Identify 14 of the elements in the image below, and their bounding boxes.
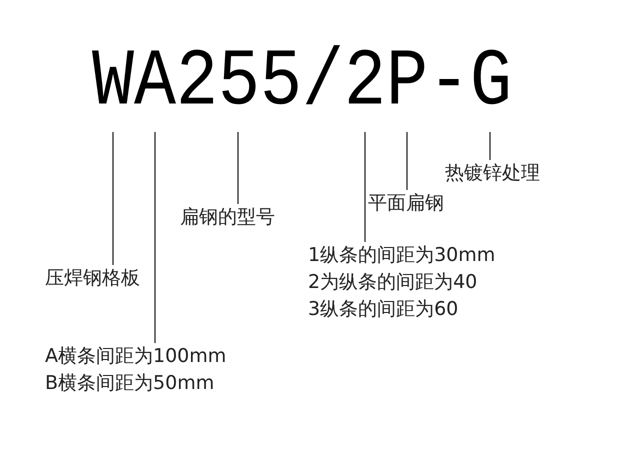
leader-line <box>364 132 366 242</box>
explanation-text: 平面扁钢 <box>368 191 444 216</box>
explanation-text: 扁钢的型号 <box>180 205 275 230</box>
explanation-text: 3纵条的间距为60 <box>308 297 460 322</box>
explanation-text: 压焊钢格板 <box>45 266 140 291</box>
model-code: WA255/2P-G <box>92 38 512 130</box>
explanation-text: A横条间距为100mm <box>45 344 226 369</box>
explanation-text: 1纵条的间距为30mm <box>308 243 496 268</box>
explanation-text: 2为纵条的间距为40 <box>308 270 478 295</box>
explanation-text: B横条间距为50mm <box>45 371 216 396</box>
leader-line <box>406 132 408 190</box>
leader-line <box>154 132 156 344</box>
explanation-text: 热镀锌处理 <box>445 161 540 186</box>
leader-line <box>112 132 114 266</box>
